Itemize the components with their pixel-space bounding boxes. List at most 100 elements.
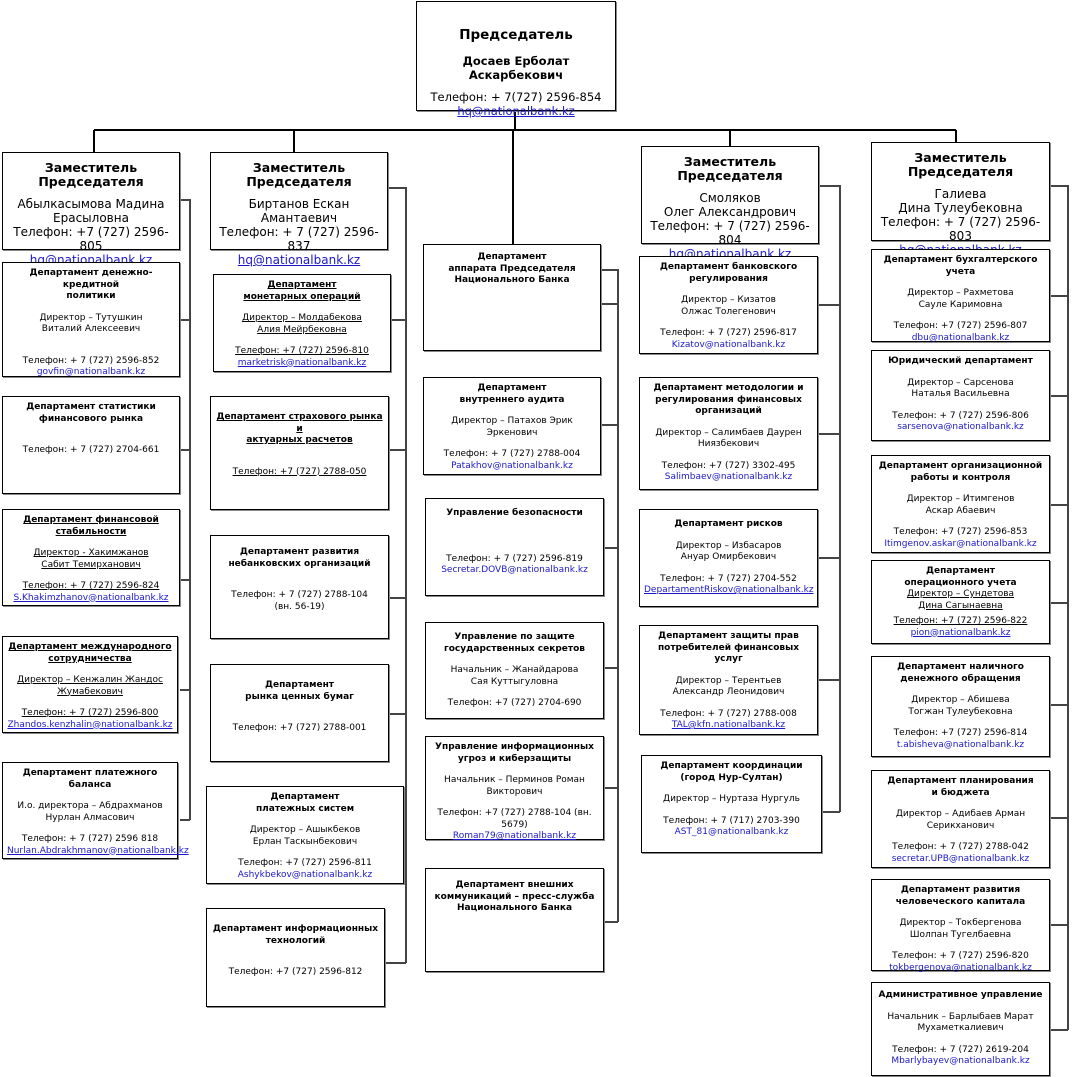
dept-title: и бюджета bbox=[931, 787, 990, 798]
dept-title: Департамент страхового рынка и bbox=[216, 412, 383, 434]
dept-title: Юридический департамент bbox=[888, 356, 1033, 366]
dept-title: политики bbox=[66, 291, 116, 301]
dept-title: государственных секретов bbox=[444, 643, 585, 654]
dept-risks: Департамент рисков Директор – Избасаров … bbox=[639, 509, 818, 607]
deputy-phone: Телефон: + 7 (727) 2596-837 bbox=[219, 225, 379, 253]
dept-title: Департамент рисков bbox=[674, 519, 783, 529]
phone: Телефон: + 7 (727) 2596 818 bbox=[21, 834, 159, 844]
email-link[interactable]: Kizatov@nationalbank.kz bbox=[671, 339, 786, 350]
email-link[interactable]: Salimbaev@nationalbank.kz bbox=[664, 472, 793, 482]
email-link[interactable]: Ashykbekov@nationalbank.kz bbox=[237, 869, 373, 880]
dept-internal-audit: Департамент внутреннего аудита Директор … bbox=[423, 377, 601, 475]
phone: Телефон: +7 (727) 2596-822 bbox=[893, 616, 1028, 626]
phone: Телефон: + 7 (727) 2596-824 bbox=[22, 581, 160, 591]
email-link[interactable]: sarsenova@nationalbank.kz bbox=[897, 422, 1024, 432]
deputy-name: Олег Александрович bbox=[663, 205, 797, 219]
director: Директор – Кенжалин Жандос bbox=[17, 675, 163, 685]
email-link[interactable]: DepartamentRiskov@nationalbank.kz bbox=[644, 585, 814, 595]
dept-methodology: Департамент методологии и регулирования … bbox=[639, 377, 818, 490]
dept-title: финансового рынка bbox=[38, 413, 144, 424]
phone: Телефон: +7 (727) 2704-690 bbox=[447, 698, 582, 708]
dept-title: платежных систем bbox=[255, 803, 355, 814]
deputy-email-link[interactable]: hq@nationalbank.kz bbox=[237, 253, 361, 267]
email-link[interactable]: dbu@nationalbank.kz bbox=[911, 332, 1010, 343]
director: Мухаметкалиевич bbox=[917, 1023, 1004, 1033]
email-link[interactable]: marketrisk@nationalbank.kz bbox=[237, 357, 367, 368]
dept-bank-regulation: Департамент банковского регулирования Ди… bbox=[639, 256, 818, 354]
phone: Телефон: + 7 (727) 2596-806 bbox=[892, 410, 1029, 421]
dept-title: денежного обращения bbox=[900, 673, 1021, 684]
phone: Телефон: + 7 (727) 2704-552 bbox=[660, 573, 797, 584]
deputy-box-1: Заместитель Председателя Абылкасымова Ма… bbox=[2, 152, 180, 267]
dept-title: Департамент банковского bbox=[659, 262, 798, 272]
director: Директор – Сарсенова bbox=[907, 377, 1014, 388]
dept-title: Департамент организационной bbox=[878, 461, 1043, 471]
phone: Телефон: +7 (727) 2788-050 bbox=[232, 466, 367, 477]
dept-title: коммуникаций – пресс-служба bbox=[434, 891, 595, 902]
email-link[interactable]: Itimgenov.askar@nationalbank.kz bbox=[884, 538, 1037, 549]
director: Виталий Алексеевич bbox=[41, 324, 141, 334]
dept-securities-market: Департамент рынка ценных бумаг Телефон: … bbox=[210, 664, 389, 762]
director: Сая Куттыгуловна bbox=[470, 676, 559, 687]
email-link[interactable]: Roman79@nationalbank.kz bbox=[452, 831, 577, 841]
deputy-title: Заместитель Председателя bbox=[246, 160, 352, 189]
email-link[interactable]: pion@nationalbank.kz bbox=[910, 627, 1011, 638]
email-link[interactable]: Secretar.DOVB@nationalbank.kz bbox=[441, 565, 588, 575]
dept-title: Департамент защиты прав bbox=[658, 631, 799, 641]
email-link[interactable]: t.abisheva@nationalbank.kz bbox=[896, 739, 1025, 750]
phone: Телефон: +7 (727) 2596-812 bbox=[228, 967, 363, 977]
deputy-name: Биртанов Ескан bbox=[248, 197, 350, 211]
dept-security: Управление безопасности Телефон: + 7 (72… bbox=[425, 498, 604, 596]
dept-title: Департамент планирования bbox=[887, 776, 1034, 786]
email-link[interactable]: secretar.UPB@nationalbank.kz bbox=[891, 853, 1030, 864]
chairman-email-link[interactable]: hq@nationalbank.kz bbox=[457, 104, 575, 118]
director: Александр Леонидович bbox=[672, 687, 785, 697]
dept-it: Департамент информационных технологий Те… bbox=[206, 908, 385, 1007]
deputy-name: Смоляков bbox=[699, 191, 761, 205]
dept-title: Департамент bbox=[925, 566, 996, 576]
dept-title: Департамент bbox=[270, 792, 340, 802]
deputy-phone: Телефон: + 7 (727) 2596-804 bbox=[650, 219, 810, 247]
dept-title: сотрудничества bbox=[48, 653, 132, 664]
dept-title: организаций bbox=[695, 406, 762, 416]
dept-state-secrets: Управление по защите государственных сек… bbox=[425, 622, 604, 719]
director: Директор – Терентьев bbox=[675, 675, 782, 686]
dept-title: операционного учета bbox=[904, 577, 1017, 588]
email-link[interactable]: S.Khakimzhanov@nationalbank.kz bbox=[13, 592, 169, 603]
director: Серикханович bbox=[926, 820, 995, 831]
email-link[interactable]: Nurlan.Abdrakhmanov@nationalbank.kz bbox=[7, 845, 189, 856]
dept-monetary-operations: Департамент монетарных операций Директор… bbox=[213, 274, 391, 372]
dept-title: внутреннего аудита bbox=[459, 394, 565, 405]
director: Сабит Темирханович bbox=[41, 559, 141, 570]
phone: Телефон: + 7 (727) 2788-104 bbox=[231, 590, 368, 600]
phone: Телефон: + 7 (727) 2788-042 bbox=[892, 842, 1029, 852]
dept-cash-circulation: Департамент наличного денежного обращени… bbox=[871, 656, 1050, 757]
deputy-name: Амантаевич bbox=[260, 211, 338, 225]
dept-title: Департамент внешних bbox=[455, 880, 574, 890]
chairman-phone: Телефон: + 7(727) 2596-854 bbox=[430, 90, 602, 104]
dept-intl-cooperation: Департамент международного сотрудничеств… bbox=[2, 636, 178, 733]
dept-legal: Юридический департамент Директор – Сарсе… bbox=[871, 350, 1050, 441]
email-link[interactable]: Zhandos.kenzhalin@nationalbank.kz bbox=[7, 719, 173, 730]
dept-external-communications: Департамент внешних коммуникаций – пресс… bbox=[425, 868, 604, 972]
director: Директор – Токбергенова bbox=[899, 918, 1022, 928]
chairman-title: Председатель bbox=[459, 27, 573, 43]
email-link[interactable]: AST_81@nationalbank.kz bbox=[674, 827, 789, 837]
email-link[interactable]: TAL@kfn.nationalbank.kz bbox=[671, 720, 786, 730]
phone: Телефон: +7 (727) 2596-853 bbox=[893, 527, 1028, 537]
phone: Телефон: + 7 (727) 2596-820 bbox=[892, 951, 1029, 961]
director: Директор – Итимгенов bbox=[906, 494, 1015, 504]
dept-title: Департамент координации bbox=[660, 761, 803, 771]
deputy-phone: Телефон: + 7 (727) 2596-803 bbox=[880, 215, 1041, 243]
dept-title: рынка ценных бумаг bbox=[245, 691, 354, 702]
dept-title: Департамент бухгалтерского bbox=[883, 255, 1038, 265]
dept-title: небанковских организаций bbox=[228, 558, 371, 569]
director: Ерлан Таскынбекович bbox=[252, 836, 358, 847]
dept-fin-stability: Департамент финансовой стабильности Дире… bbox=[2, 509, 180, 606]
email-link[interactable]: Patakhov@nationalbank.kz bbox=[451, 460, 573, 471]
email-link[interactable]: govfin@nationalbank.kz bbox=[36, 367, 146, 377]
email-link[interactable]: tokbergenova@nationalbank.kz bbox=[889, 962, 1032, 973]
email-link[interactable]: Mbarlybayev@nationalbank.kz bbox=[891, 1056, 1030, 1066]
dept-title: Департамент bbox=[477, 252, 547, 262]
